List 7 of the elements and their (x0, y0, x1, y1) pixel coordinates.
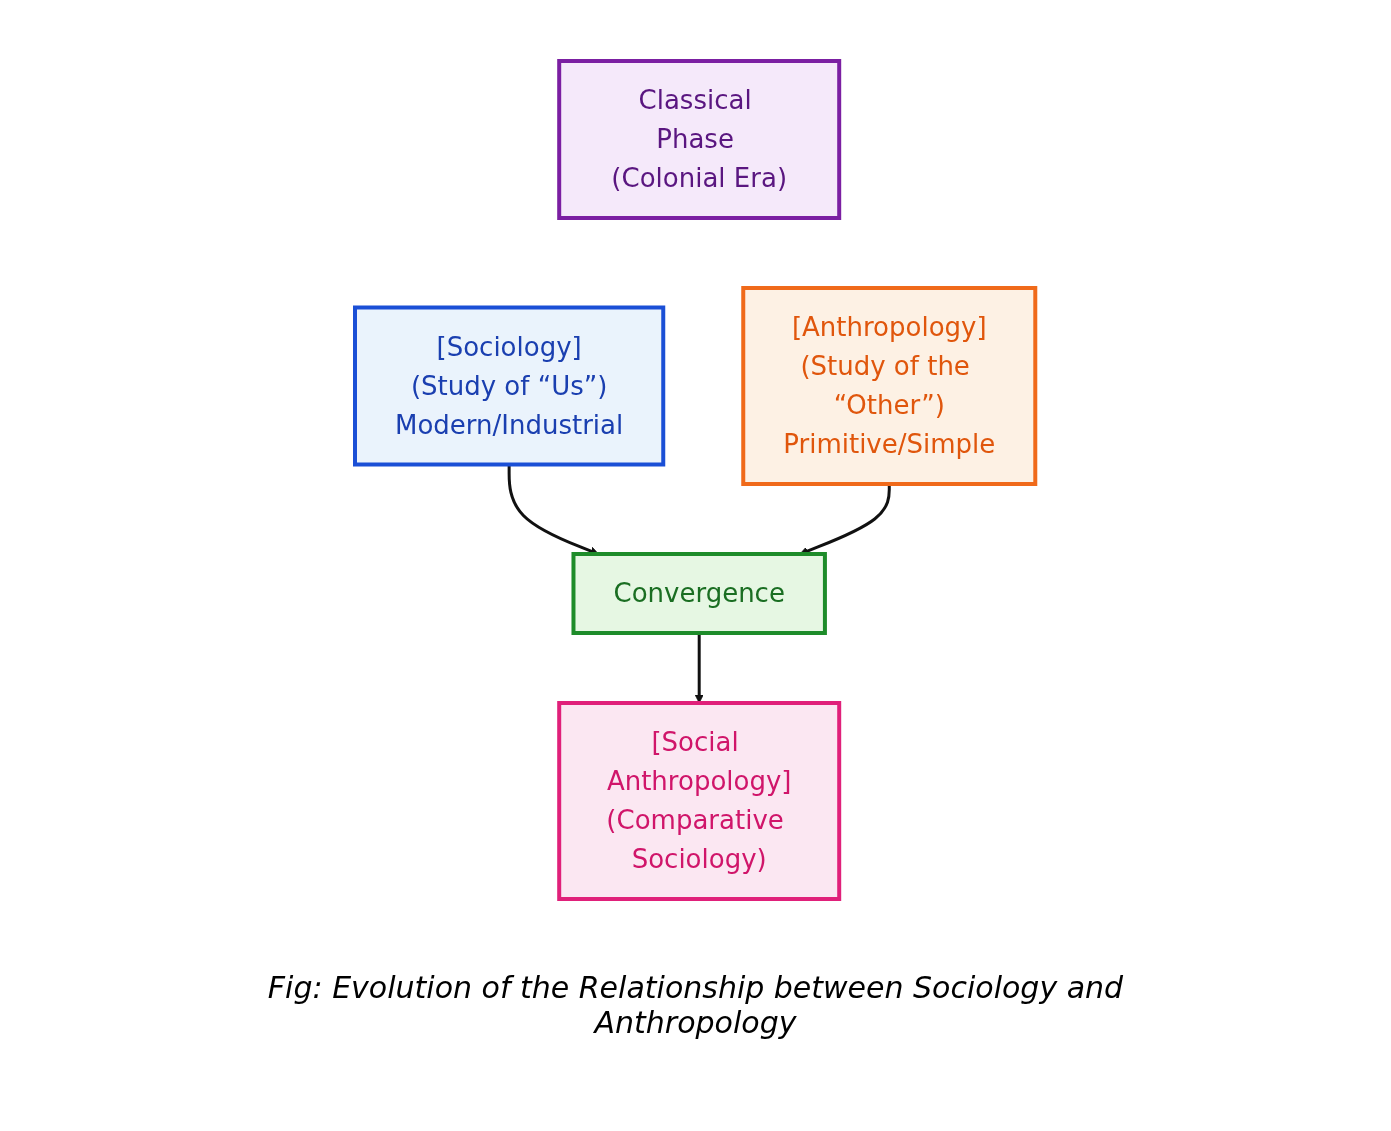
node-box: Classical Phase (Colonial Era) (557, 59, 842, 220)
figure-caption: Fig: Evolution of the Relationship between Sociology and Anthropology (266, 970, 1125, 1040)
arrow (695, 633, 704, 704)
node-box: Convergence (571, 552, 828, 635)
node-box: [Social Anthropology] (Comparative Sociology) (557, 701, 842, 901)
node-box: [Sociology] (Study of “Us”) Modern/Industrial (353, 305, 666, 467)
node-box: [Anthropology] (Study of the “Other”) Primitive/Simple (741, 286, 1038, 486)
